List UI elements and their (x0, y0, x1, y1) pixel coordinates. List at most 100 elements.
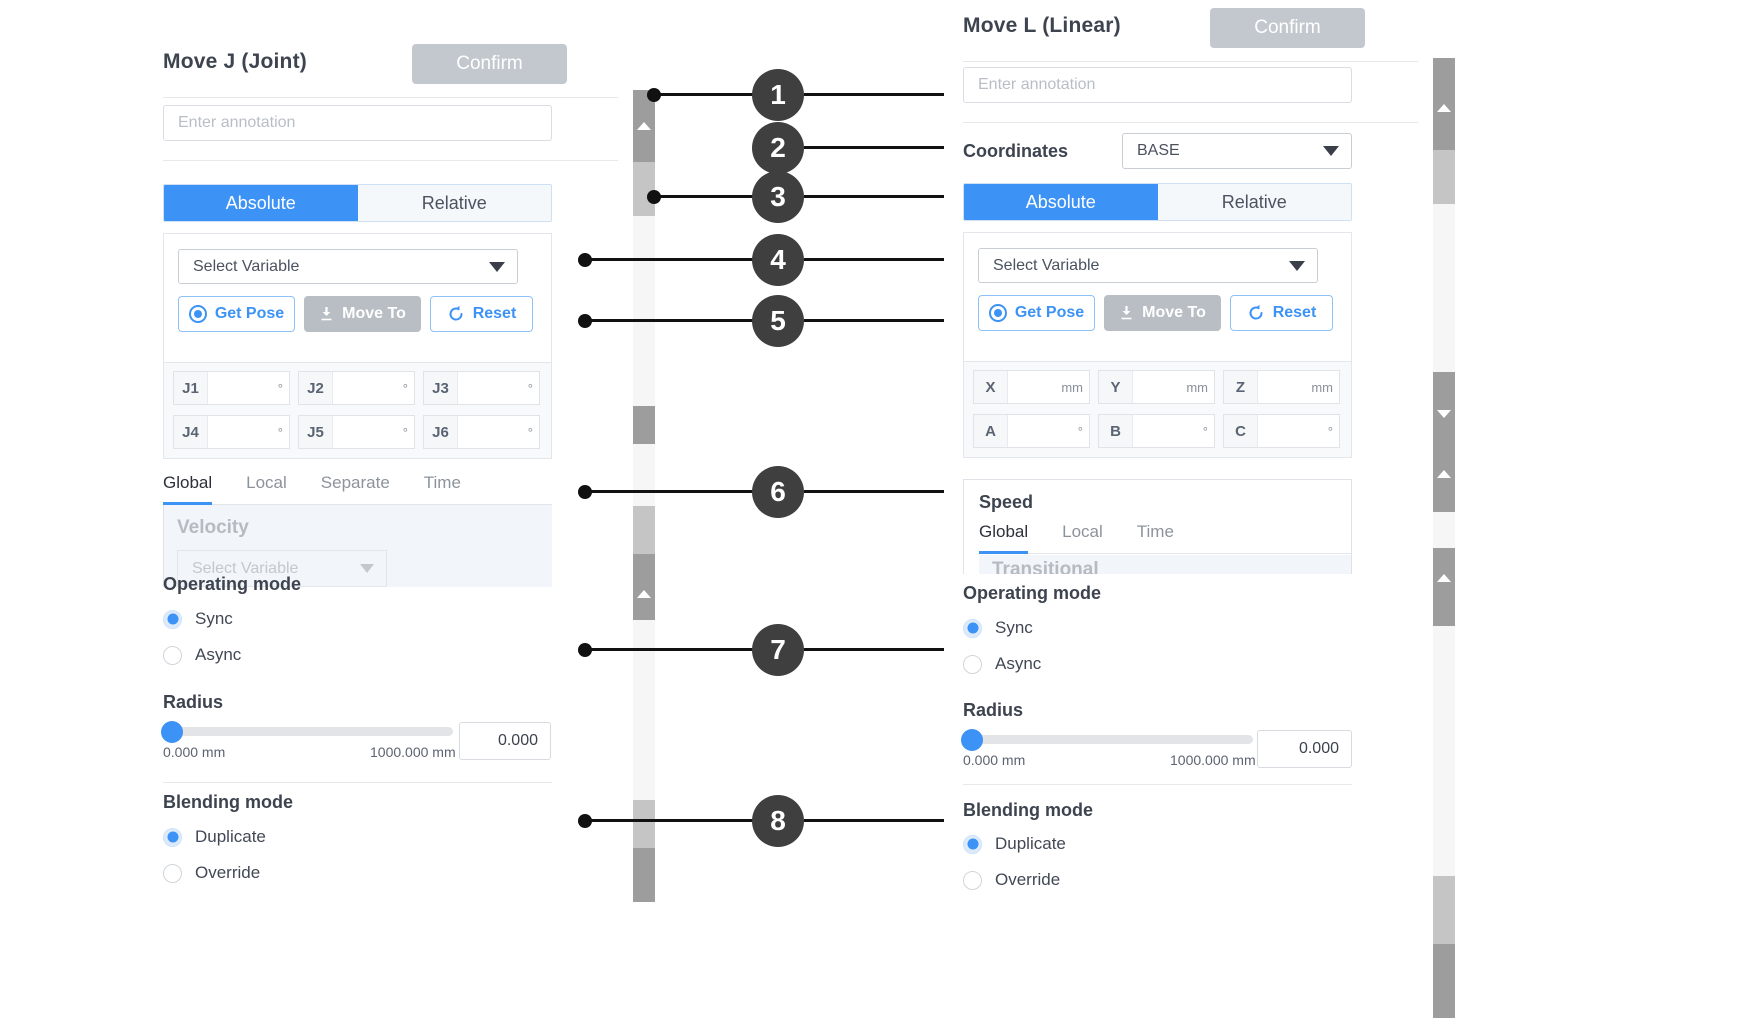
tab-velocity-time[interactable]: Time (423, 473, 461, 492)
cartesian-field-c[interactable]: C ° (1223, 414, 1340, 448)
scrollbar-track[interactable] (633, 444, 655, 506)
cartesian-value-z[interactable]: mm (1311, 379, 1333, 395)
scrollbar-track[interactable] (633, 216, 655, 406)
tab-velocity-separate[interactable]: Separate (320, 473, 390, 492)
scrollbar-track[interactable] (1433, 876, 1455, 944)
scrollbar-track[interactable] (633, 506, 655, 554)
radio-icon[interactable] (163, 609, 182, 629)
move-j-scrollbar[interactable] (633, 90, 655, 902)
joint-value-j4[interactable]: ° (277, 424, 283, 440)
scrollbar-track[interactable] (633, 800, 655, 848)
move-l-annotation-input[interactable]: Enter annotation (963, 67, 1352, 103)
radio-icon[interactable] (963, 870, 982, 890)
move-l-reset-button[interactable]: Reset (1230, 295, 1333, 331)
scrollbar-thumb[interactable] (633, 406, 655, 444)
move-j-operating-mode-async[interactable]: Async (163, 645, 241, 665)
move-l-radius-slider[interactable] (961, 728, 1253, 751)
radio-icon[interactable] (163, 645, 182, 665)
move-j-get-pose-button[interactable]: Get Pose (178, 296, 295, 332)
move-l-mode-segmented[interactable]: Absolute Relative (963, 183, 1352, 221)
scrollbar-thumb[interactable] (1433, 372, 1455, 512)
radio-icon[interactable] (963, 834, 982, 854)
joint-field-j5[interactable]: J5 ° (298, 415, 415, 449)
cartesian-field-x[interactable]: X mm (973, 370, 1090, 404)
move-l-blending-duplicate[interactable]: Duplicate (963, 834, 1066, 854)
scroll-up-arrow-icon[interactable] (637, 590, 651, 598)
move-j-mode-segmented[interactable]: Absolute Relative (163, 184, 552, 222)
scroll-up-arrow-icon[interactable] (637, 122, 651, 130)
scrollbar-track[interactable] (1433, 512, 1455, 548)
tab-relative[interactable]: Relative (357, 185, 551, 221)
cartesian-value-a[interactable]: ° (1077, 423, 1083, 439)
radio-icon[interactable] (963, 654, 982, 674)
move-j-annotation-input[interactable]: Enter annotation (163, 105, 552, 141)
move-l-move-to-button[interactable]: Move To (1104, 295, 1221, 331)
radio-icon[interactable] (163, 827, 182, 847)
tab-absolute[interactable]: Absolute (964, 184, 1158, 220)
scroll-up-arrow-icon[interactable] (1437, 104, 1451, 112)
tab-velocity-local[interactable]: Local (246, 473, 287, 492)
scrollbar-thumb[interactable] (633, 554, 655, 620)
move-j-reset-button[interactable]: Reset (430, 296, 533, 332)
slider-track[interactable] (161, 720, 453, 743)
joint-value-j3[interactable]: ° (527, 380, 533, 396)
move-l-operating-mode-async[interactable]: Async (963, 654, 1041, 674)
move-j-radius-value-input[interactable]: 0.000 (459, 722, 551, 760)
move-l-blending-override[interactable]: Override (963, 870, 1060, 890)
radio-icon[interactable] (163, 863, 182, 883)
move-l-operating-mode-sync[interactable]: Sync (963, 618, 1033, 638)
joint-value-j5[interactable]: ° (402, 424, 408, 440)
slider-knob[interactable] (161, 720, 183, 743)
move-l-scrollbar[interactable] (1433, 58, 1455, 1018)
move-j-variable-select[interactable]: Select Variable (178, 249, 518, 284)
move-l-coordinates-select[interactable]: BASE (1122, 133, 1352, 169)
tab-absolute[interactable]: Absolute (164, 185, 358, 221)
slider-knob[interactable] (961, 728, 983, 751)
tab-relative[interactable]: Relative (1157, 184, 1351, 220)
joint-field-j4[interactable]: J4 ° (173, 415, 290, 449)
cartesian-value-y[interactable]: mm (1186, 379, 1208, 395)
scroll-up-arrow-icon[interactable] (1437, 470, 1451, 478)
velocity-variable-select[interactable]: Select Variable (177, 550, 387, 587)
scroll-up-arrow-icon[interactable] (1437, 574, 1451, 582)
cartesian-value-b[interactable]: ° (1202, 423, 1208, 439)
joint-field-j1[interactable]: J1 ° (173, 371, 290, 405)
joint-field-j6[interactable]: J6 ° (423, 415, 540, 449)
move-j-radius-slider[interactable] (161, 720, 453, 743)
radio-icon[interactable] (963, 618, 982, 638)
cartesian-field-y[interactable]: Y mm (1098, 370, 1215, 404)
joint-field-j2[interactable]: J2 ° (298, 371, 415, 405)
tab-velocity-global[interactable]: Global (163, 473, 213, 505)
tab-speed-local[interactable]: Local (1062, 522, 1103, 541)
joint-field-j3[interactable]: J3 ° (423, 371, 540, 405)
scrollbar-track[interactable] (1433, 626, 1455, 876)
move-j-velocity-tabs[interactable]: Global Local Separate Time (163, 473, 552, 505)
scrollbar-track[interactable] (1433, 204, 1455, 372)
move-l-speed-tabs[interactable]: Global Local Time (979, 522, 1351, 554)
cartesian-field-a[interactable]: A ° (973, 414, 1090, 448)
slider-track[interactable] (961, 728, 1253, 751)
move-j-confirm-button[interactable]: Confirm (412, 44, 567, 84)
scrollbar-thumb[interactable] (1433, 944, 1455, 1018)
scrollbar-thumb[interactable] (633, 848, 655, 902)
cartesian-field-b[interactable]: B ° (1098, 414, 1215, 448)
move-l-confirm-button[interactable]: Confirm (1210, 8, 1365, 48)
move-j-operating-mode-sync[interactable]: Sync (163, 609, 233, 629)
scrollbar-track[interactable] (633, 162, 655, 216)
move-j-blending-override[interactable]: Override (163, 863, 260, 883)
scrollbar-track[interactable] (1433, 150, 1455, 204)
cartesian-value-x[interactable]: mm (1061, 379, 1083, 395)
joint-value-j2[interactable]: ° (402, 380, 408, 396)
scroll-down-arrow-icon[interactable] (1437, 410, 1451, 418)
move-l-variable-select[interactable]: Select Variable (978, 248, 1318, 283)
move-l-radius-value-input[interactable]: 0.000 (1257, 730, 1352, 768)
scrollbar-track[interactable] (633, 620, 655, 800)
move-j-blending-duplicate[interactable]: Duplicate (163, 827, 266, 847)
move-j-move-to-button[interactable]: Move To (304, 296, 421, 332)
joint-value-j6[interactable]: ° (527, 424, 533, 440)
cartesian-value-c[interactable]: ° (1327, 423, 1333, 439)
scrollbar-thumb[interactable] (1433, 548, 1455, 626)
tab-speed-global[interactable]: Global (979, 522, 1029, 554)
tab-speed-time[interactable]: Time (1136, 522, 1174, 541)
cartesian-field-z[interactable]: Z mm (1223, 370, 1340, 404)
